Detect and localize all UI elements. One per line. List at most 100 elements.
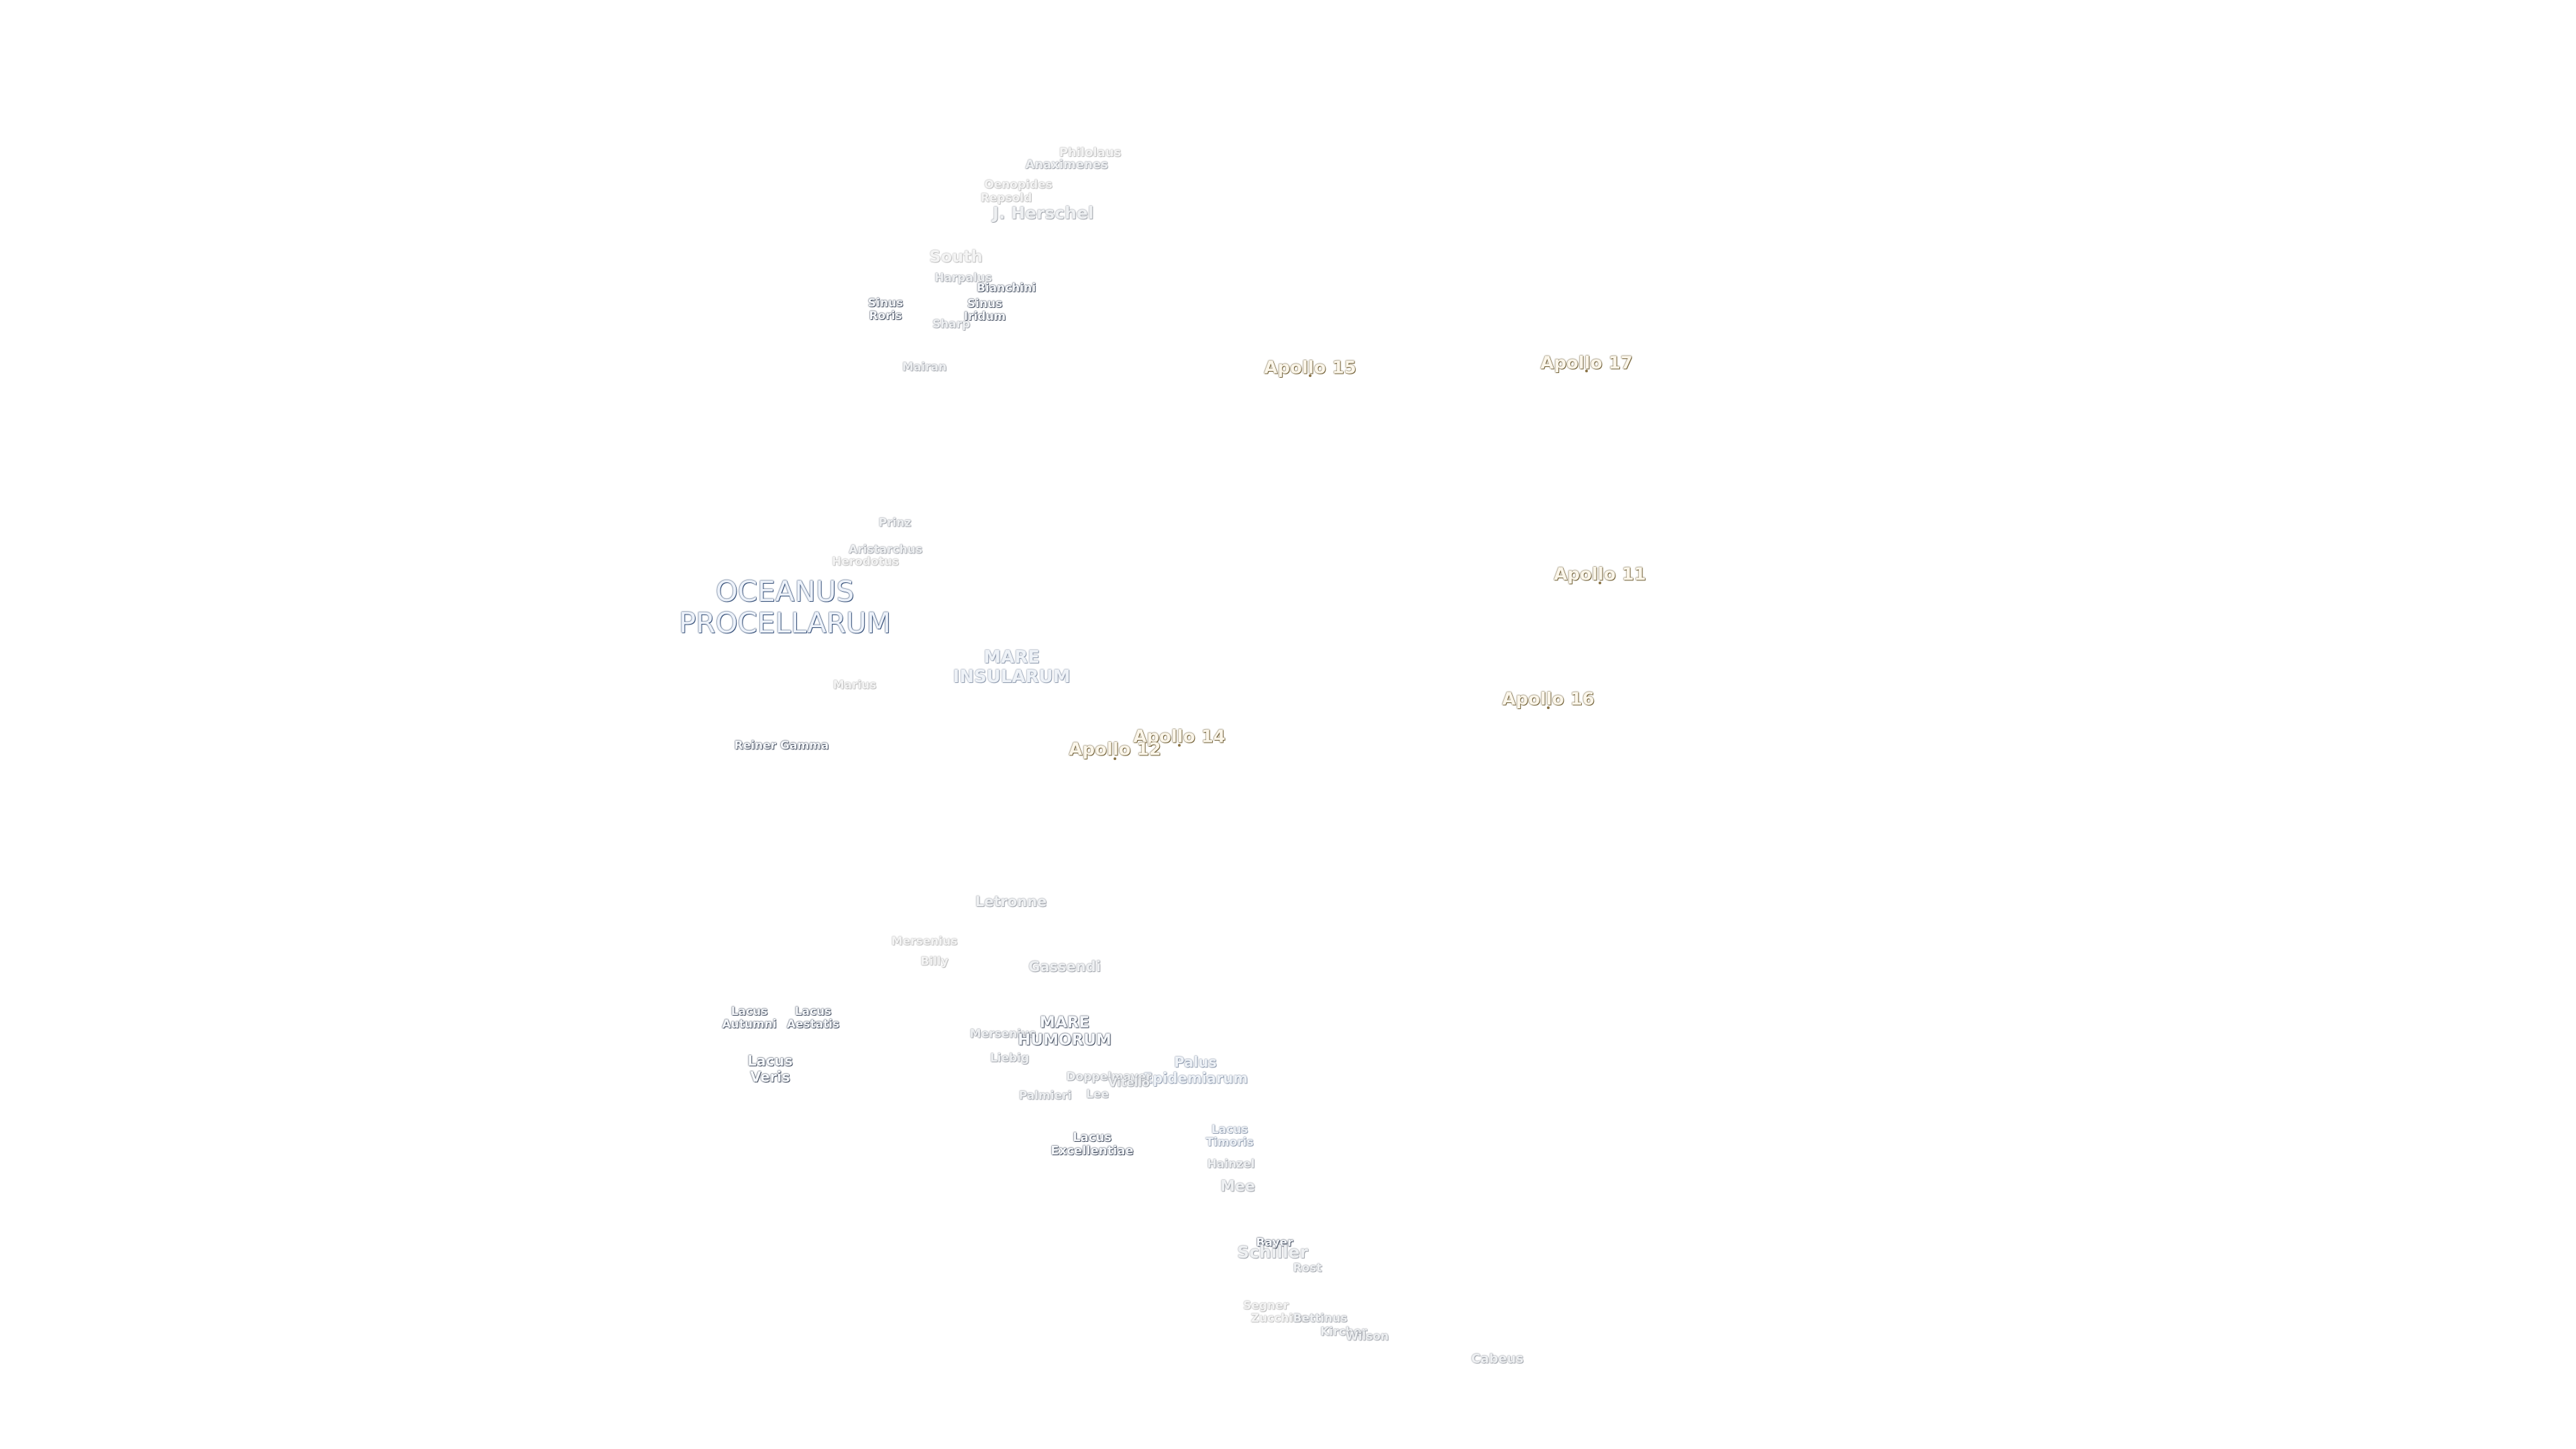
label-prinz: Prinz <box>879 517 912 529</box>
label-sinus-iridum-line: Sinus <box>967 297 1003 311</box>
label-mairan-line: Mairan <box>902 360 947 374</box>
label-mee: Mee <box>1220 1179 1255 1196</box>
label-reiner-gamma: Reiner Gamma <box>735 739 829 752</box>
label-repsold: Repsold <box>981 192 1032 205</box>
label-vitello: Vitello <box>1108 1077 1150 1089</box>
label-philolaus: Philolaus <box>1059 146 1122 160</box>
label-lacus-autumni-line: Autumni <box>722 1018 777 1031</box>
label-lacus-autumni-line: Lacus <box>731 1004 768 1018</box>
label-aristarchus-line: Aristarchus <box>849 543 922 557</box>
label-sharp-line: Sharp <box>932 317 971 331</box>
label-bettinus-line: Bettinus <box>1293 1311 1348 1326</box>
label-schiller: Schiller <box>1237 1243 1308 1262</box>
label-apollo-16-line: Apollo 16 <box>1502 689 1595 710</box>
label-bettinus: Bettinus <box>1293 1312 1348 1325</box>
label-lacus-excellentiae-line: Lacus <box>1073 1130 1112 1144</box>
label-prinz-line: Prinz <box>878 516 912 530</box>
label-palmieri: Palmieri <box>1019 1089 1072 1102</box>
label-cabeus-line: Cabeus <box>1470 1351 1524 1366</box>
label-zucchius: Zucchius <box>1251 1312 1308 1325</box>
label-marius-line: Marius <box>833 678 877 692</box>
landing-site-marker <box>1114 757 1116 760</box>
label-south: South <box>929 248 982 266</box>
landing-site-marker <box>1547 706 1550 709</box>
label-aristarchus: Aristarchus <box>849 543 922 556</box>
label-bayer-line: Bayer <box>1256 1236 1293 1250</box>
label-cabeus: Cabeus <box>1471 1352 1523 1366</box>
label-segner-line: Segner <box>1243 1299 1289 1313</box>
label-gassendi-line: Gassendi <box>1028 959 1101 975</box>
landing-site-marker <box>1585 370 1588 372</box>
label-oceanus-procellarum-line: PROCELLARUM <box>678 606 892 639</box>
label-apollo-14-line: Apollo 14 <box>1133 727 1226 747</box>
label-doppelmayer-line: Doppelmayer <box>1066 1070 1152 1084</box>
label-oenopides-line: Oenopides <box>984 178 1053 192</box>
label-lee: Lee <box>1086 1088 1109 1101</box>
label-oceanus-procellarum-line: OCEANUS <box>715 574 855 608</box>
landing-site-marker <box>1309 374 1311 377</box>
label-lee-line: Lee <box>1086 1087 1109 1102</box>
label-mersenius-faint-line: Mersenius <box>891 934 958 949</box>
label-harpalus: Harpalus <box>934 272 992 284</box>
label-lacus-excellentiae-line: Excellentiae <box>1051 1144 1134 1158</box>
label-lacus-timoris-line: Lacus <box>1211 1122 1248 1136</box>
label-billy-line: Billy <box>920 955 949 969</box>
label-philolaus-line: Philolaus <box>1059 145 1122 160</box>
label-liebig: Liebig <box>990 1052 1029 1065</box>
label-sharp: Sharp <box>932 318 970 331</box>
label-letronne: Letronne <box>975 894 1047 910</box>
label-lacus-veris-line: Lacus <box>747 1053 793 1069</box>
label-mare-insularum-line: MARE <box>983 647 1040 667</box>
label-repsold-line: Repsold <box>980 191 1032 205</box>
label-mersenius-faint: Mersenius <box>892 935 958 948</box>
label-letronne-line: Letronne <box>975 894 1047 910</box>
label-mersenius: Mersenius <box>970 1028 1036 1040</box>
label-apollo-11-line: Apollo 11 <box>1554 564 1646 585</box>
label-wilson: Wilson <box>1346 1330 1389 1343</box>
label-j-herschel: J. Herschel <box>993 204 1094 223</box>
label-herodotus: Herodotus <box>832 555 899 568</box>
label-palus-epidemiarum-line: Epidemiarum <box>1142 1070 1248 1086</box>
label-lacus-veris-line: Veris <box>750 1069 790 1085</box>
label-vitello-line: Vitello <box>1108 1076 1150 1090</box>
label-mare-humorum-line: MARE <box>1039 1014 1090 1032</box>
label-marius: Marius <box>833 679 877 692</box>
label-rost: Rost <box>1293 1262 1322 1275</box>
label-j-herschel-line: J. Herschel <box>992 203 1094 223</box>
label-billy: Billy <box>920 955 949 968</box>
label-apollo-16: Apollo 16 <box>1502 690 1595 709</box>
label-apollo-11: Apollo 11 <box>1554 565 1646 584</box>
label-rost-line: Rost <box>1293 1261 1322 1275</box>
label-anaximenes-line: Anaximenes <box>1025 157 1108 172</box>
label-gassendi: Gassendi <box>1028 959 1101 975</box>
label-zucchius-line: Zucchius <box>1250 1311 1308 1326</box>
label-anaximenes: Anaximenes <box>1025 158 1108 172</box>
label-bianchini: Bianchini <box>977 282 1036 294</box>
label-mersenius-line: Mersenius <box>969 1027 1036 1041</box>
label-sinus-roris-line: Roris <box>869 309 902 323</box>
label-apollo-14: Apollo 14 <box>1133 727 1226 747</box>
label-palmieri-line: Palmieri <box>1018 1089 1072 1103</box>
label-bianchini-line: Bianchini <box>976 281 1036 295</box>
label-lacus-aestatis-line: Lacus <box>794 1004 832 1018</box>
label-apollo-12: Apollo 12 <box>1069 740 1161 759</box>
label-wilson-line: Wilson <box>1345 1330 1389 1344</box>
label-reiner-gamma-line: Reiner Gamma <box>734 739 829 753</box>
label-mairan: Mairan <box>902 361 947 374</box>
label-segner: Segner <box>1243 1299 1289 1312</box>
label-mare-insularum-line: INSULARUM <box>953 667 1071 687</box>
label-hainzel-line: Hainzel <box>1207 1157 1255 1171</box>
label-lacus-timoris-line: Timoris <box>1205 1136 1254 1149</box>
label-oenopides: Oenopides <box>984 178 1053 191</box>
